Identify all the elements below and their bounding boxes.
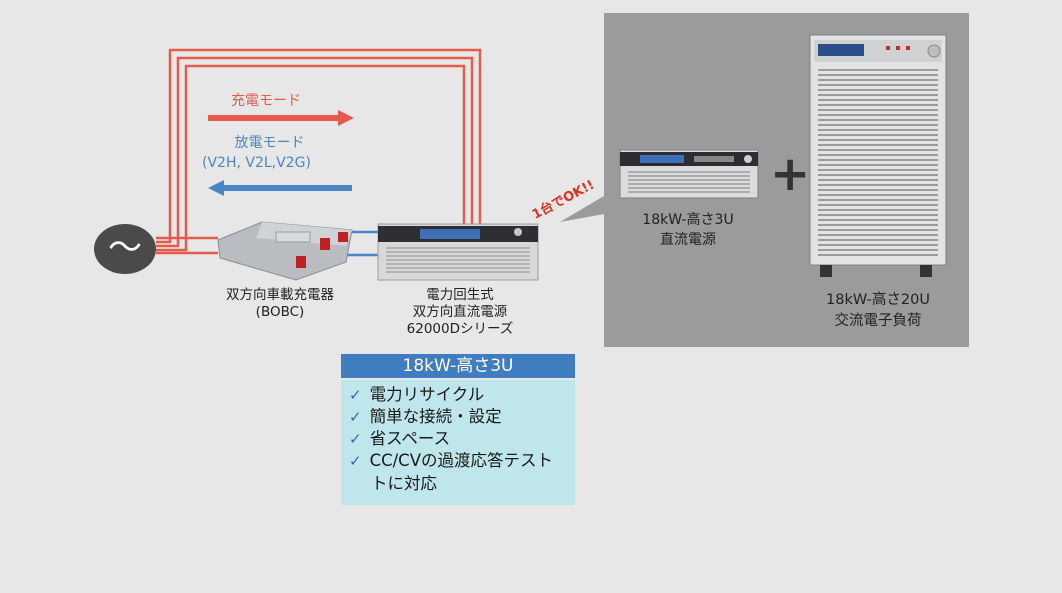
- bobc-name: 双方向車載充電器: [226, 287, 334, 303]
- regen-supply-device: [377, 223, 539, 281]
- check-icon: ✓: [349, 430, 362, 448]
- discharge-mode-variants: (V2H, V2L,V2G): [202, 155, 311, 171]
- dc-supply-label: 18kW-高さ3U 直流電源: [618, 210, 758, 250]
- feature-text: トに対応: [371, 474, 437, 493]
- regen-supply-name: 双方向直流電源: [412, 304, 508, 320]
- dc-supply-spec: 18kW-高さ3U: [642, 212, 734, 228]
- red-wires: [156, 48, 482, 255]
- feature-text: 簡単な接続・設定: [369, 407, 502, 426]
- ac-load-device: [809, 34, 947, 277]
- regen-supply-label: 電力回生式 双方向直流電源 62000Dシリーズ: [380, 287, 540, 338]
- feature-item-continued: トに対応: [371, 473, 591, 495]
- feature-item: ✓ 電力リサイクル: [349, 384, 569, 406]
- ac-load-label: 18kW-高さ20U 交流電子負荷: [800, 290, 956, 332]
- ac-load-spec: 18kW-高さ20U: [826, 292, 930, 308]
- feature-item: ✓ 省スペース: [349, 428, 569, 450]
- check-icon: ✓: [349, 386, 362, 404]
- spec-bar: 18kW-高さ3U: [341, 354, 575, 378]
- regen-supply-series: 62000Dシリーズ: [406, 321, 514, 337]
- dc-supply-name: 直流電源: [660, 232, 716, 248]
- feature-item: ✓ 簡単な接続・設定: [349, 406, 569, 428]
- charge-arrow: [208, 110, 354, 126]
- feature-list: ✓ 電力リサイクル ✓ 簡単な接続・設定 ✓ 省スペース ✓ CC/CVの過渡応答テスト…: [341, 380, 575, 505]
- discharge-mode-label: 放電モード (V2H, V2L,V2G): [202, 133, 311, 173]
- bobc-label: 双方向車載充電器 (BOBC): [205, 287, 355, 321]
- callout-pointer: [560, 196, 604, 222]
- ac-source-icon: ～: [94, 224, 156, 274]
- feature-text: CC/CVの過渡応答テスト: [369, 451, 553, 470]
- ac-load-name: 交流電子負荷: [834, 313, 922, 329]
- discharge-arrow: [208, 180, 352, 196]
- feature-item: ✓ CC/CVの過渡応答テスト: [349, 450, 569, 472]
- regen-supply-type: 電力回生式: [426, 287, 494, 303]
- charge-mode-label: 充電モード: [231, 93, 301, 109]
- feature-text: 電力リサイクル: [369, 385, 485, 404]
- bobc-abbrev: (BOBC): [255, 304, 305, 320]
- plus-icon: +: [770, 146, 811, 202]
- bobc-device: [217, 221, 353, 281]
- feature-text: 省スペース: [369, 429, 451, 448]
- check-icon: ✓: [349, 452, 362, 470]
- discharge-mode-title: 放電モード: [234, 135, 305, 151]
- dc-supply-device: [619, 149, 759, 199]
- check-icon: ✓: [349, 408, 362, 426]
